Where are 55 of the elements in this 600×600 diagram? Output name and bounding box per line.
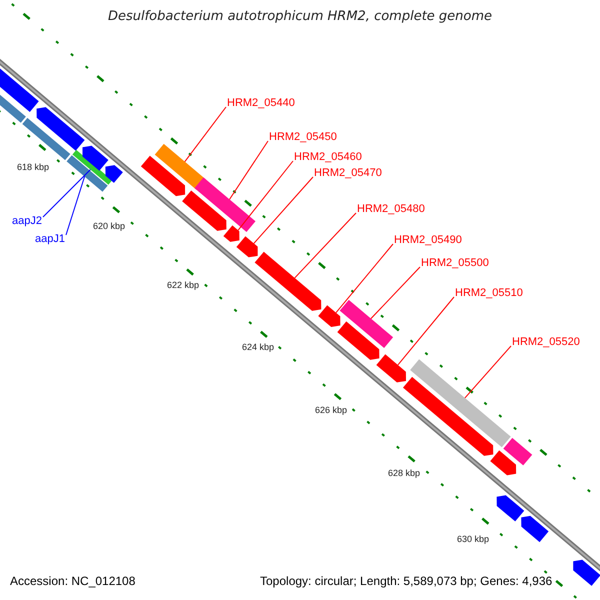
gene-block: [376, 354, 406, 382]
leader-line: [253, 176, 314, 244]
gene-label: aapJ1: [35, 233, 65, 246]
position-label: 626 kbp: [315, 406, 348, 416]
position-label: 624 kbp: [242, 343, 274, 353]
position-label: 630 kbp: [457, 535, 490, 545]
gene-block: [194, 177, 256, 232]
leader-line: [294, 212, 356, 278]
gene-block: [503, 438, 532, 466]
gene-label: aapJ2: [12, 215, 42, 228]
gene-block: [490, 450, 516, 476]
leader-line: [397, 296, 454, 366]
gene-label: HRM2_05510: [455, 287, 523, 300]
leader-line: [464, 346, 512, 398]
gene-block: [236, 236, 258, 258]
gene-block: [105, 165, 123, 183]
gene-block: [66, 155, 108, 192]
gene-block: [403, 376, 494, 456]
gene-block: [410, 359, 511, 448]
gene-block: [337, 321, 380, 360]
leader-line: [336, 244, 394, 314]
gene-block: [254, 252, 322, 311]
leader-line: [238, 160, 294, 231]
gene-block: [82, 146, 108, 171]
gene-label: HRM2_05490: [394, 234, 462, 246]
gene-block: [573, 560, 600, 586]
gene-block: [340, 300, 394, 348]
gene-block: [521, 516, 549, 542]
position-label: 628 kbp: [388, 469, 420, 479]
leader-line: [66, 176, 86, 236]
accession-text: Accession: NC_012108: [10, 575, 136, 588]
gene-label: HRM2_05440: [227, 97, 295, 110]
gene-label: HRM2_05460: [294, 151, 362, 164]
gene-label: HRM2_05520: [512, 336, 580, 348]
leader-line: [184, 106, 226, 162]
gene-label: HRM2_05450: [269, 131, 337, 144]
gene-block: [140, 156, 186, 196]
leader-line: [229, 140, 268, 200]
gene-block: [182, 190, 226, 231]
gene-block: [496, 495, 524, 522]
leader-line: [42, 169, 91, 218]
gene-block: [318, 305, 340, 327]
position-label: 618 kbp: [17, 163, 50, 173]
gene-block: [36, 107, 85, 151]
gene-label: HRM2_05470: [314, 167, 382, 180]
gene-label: HRM2_05480: [357, 203, 425, 216]
leader-line: [370, 266, 420, 320]
gene-block: [223, 225, 240, 242]
genome-info-text: Topology: circular; Length: 5,589,073 bp; Genes: 4,936: [260, 575, 552, 588]
title: Desulfobacterium autotrophicum HRM2, complete genome: [106, 10, 494, 24]
position-label: 622 kbp: [167, 281, 200, 291]
gene-label: HRM2_05500: [421, 257, 489, 270]
position-label: 620 kbp: [93, 222, 126, 232]
gene-block: [22, 118, 70, 160]
gene-block: [154, 144, 206, 190]
